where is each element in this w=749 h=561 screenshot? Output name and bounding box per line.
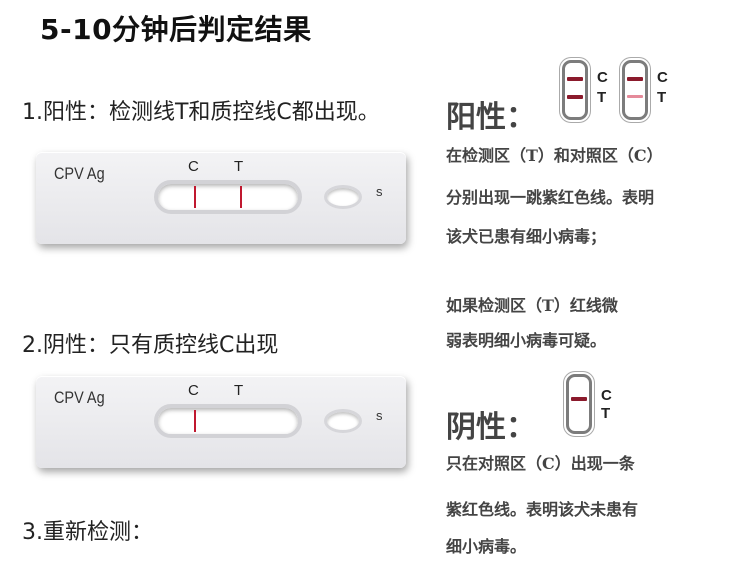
mini-c-label: C (597, 69, 608, 86)
page-title: 5-10分钟后判定结果 (40, 13, 312, 46)
control-line (571, 397, 587, 401)
negative-test-cassette: CPV Ag C T s (36, 376, 406, 468)
test-line (567, 95, 583, 99)
result-window (154, 180, 302, 214)
positive-text-line: 在检测区（T）和对照区（C） (446, 146, 663, 165)
mini-t-label: T (597, 89, 607, 106)
cassette-brand: CPV Ag (54, 388, 105, 407)
result-window (154, 404, 302, 438)
mini-c-label: C (657, 69, 668, 86)
negative-item-label: 2.阴性：只有质控线C出现 (22, 333, 279, 358)
negative-strip (566, 374, 592, 434)
weak-test-line (627, 95, 643, 98)
sample-label: s (376, 184, 383, 199)
negative-text-line: 只在对照区（C）出现一条 (446, 454, 635, 473)
sample-label: s (376, 408, 383, 423)
negative-text-line: 紫红色线。表明该犬未患有 (446, 500, 639, 519)
control-line (194, 186, 196, 208)
c-label: C (188, 158, 199, 175)
positive-text-line: 弱表明细小病毒可疑。 (446, 331, 607, 350)
control-line (567, 77, 583, 81)
positive-strip-strong (562, 60, 588, 120)
mini-t-label: T (657, 89, 667, 106)
t-label: T (234, 158, 244, 175)
retest-item-label: 3.重新检测： (22, 520, 153, 545)
positive-heading: 阳性： (446, 100, 536, 135)
control-line (194, 410, 196, 432)
control-line (627, 77, 643, 81)
positive-test-cassette: CPV Ag C T s (36, 152, 406, 244)
positive-text-line: 该犬已患有细小病毒； (446, 227, 607, 246)
negative-heading: 阴性： (446, 410, 536, 445)
test-line (240, 186, 242, 208)
cassette-brand: CPV Ag (54, 164, 105, 183)
c-label: C (188, 382, 199, 399)
mini-t-label: T (601, 405, 611, 422)
t-label: T (234, 382, 244, 399)
sample-well (324, 409, 362, 433)
sample-well (324, 185, 362, 209)
positive-text-line: 如果检测区（T）红线微 (446, 296, 618, 315)
positive-strip-weak (622, 60, 648, 120)
mini-c-label: C (601, 387, 612, 404)
positive-text-line: 分别出现一跳紫红色线。表明 (446, 188, 655, 207)
negative-text-line: 细小病毒。 (446, 537, 527, 556)
positive-item-label: 1.阳性：检测线T和质控线C都出现。 (22, 100, 380, 125)
